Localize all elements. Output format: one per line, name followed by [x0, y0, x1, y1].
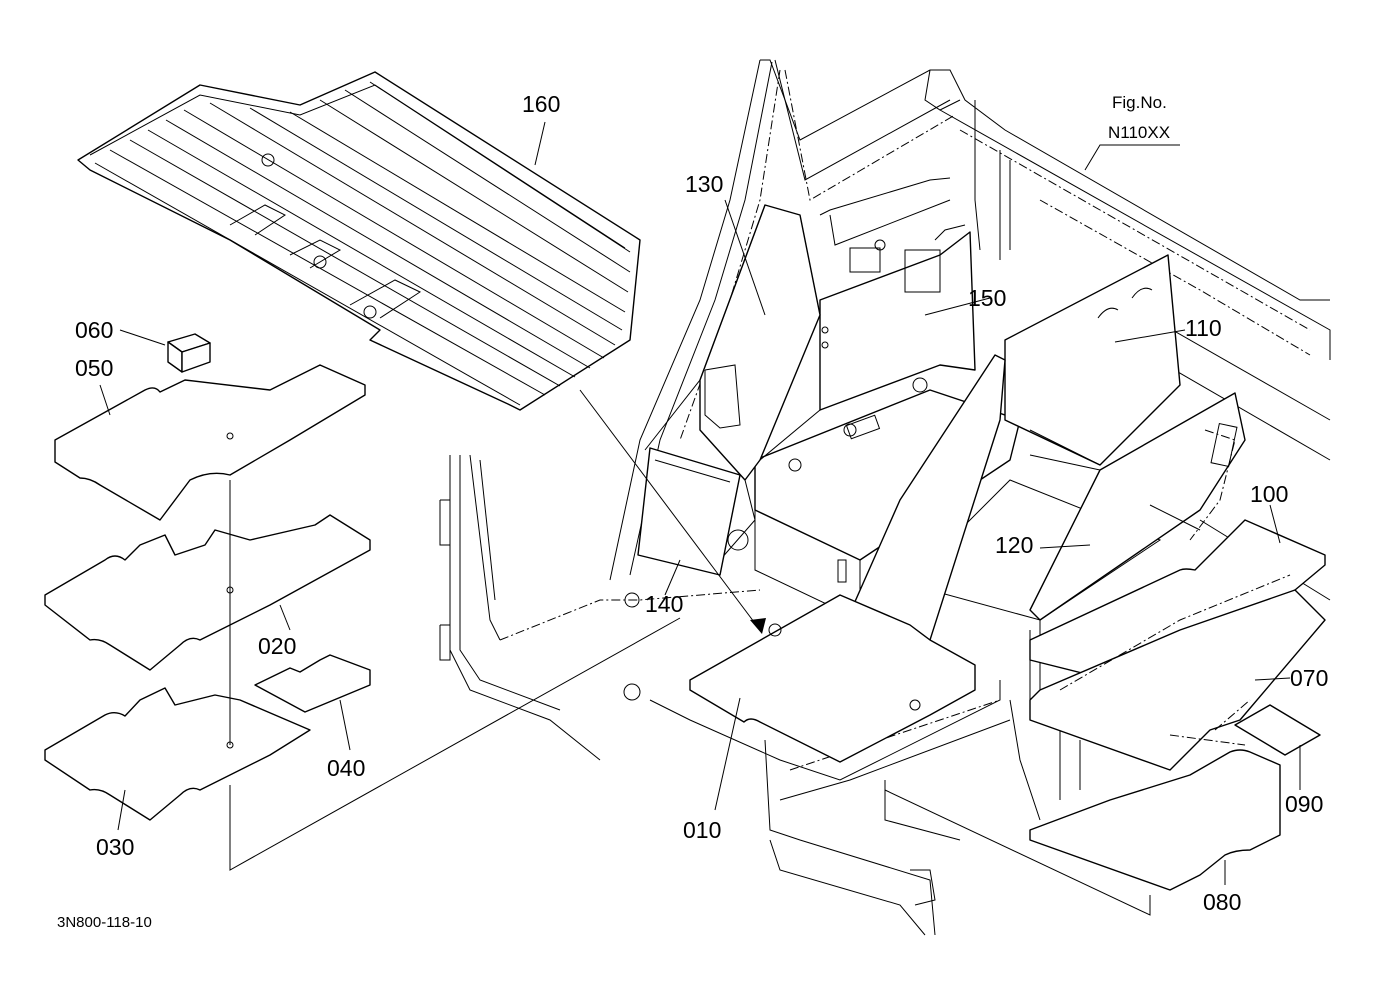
- label-160: 160: [522, 91, 560, 117]
- label-040: 040: [327, 755, 365, 781]
- part-120-panel: [1029, 392, 1246, 621]
- drawing-code: 3N800-118-10: [57, 914, 152, 931]
- part-060-block: [167, 333, 211, 373]
- part-110-panel: [1004, 254, 1181, 466]
- label-070: 070: [1290, 665, 1328, 691]
- label-090: 090: [1285, 791, 1323, 817]
- label-020: 020: [258, 633, 296, 659]
- part-030-mat: [44, 687, 311, 821]
- assembly-lines: [229, 389, 1151, 916]
- part-040-mat: [254, 654, 371, 713]
- figure-number: N110XX: [1108, 123, 1170, 142]
- label-010: 010: [683, 817, 721, 843]
- label-030: 030: [96, 834, 134, 860]
- part-050-mat: [54, 364, 366, 521]
- label-050: 050: [75, 355, 113, 381]
- label-140: 140: [645, 591, 683, 617]
- part-150-panel: [759, 177, 976, 461]
- leader-lines: [99, 121, 1301, 885]
- label-100: 100: [1250, 481, 1288, 507]
- part-080-mat: [1029, 734, 1281, 891]
- label-110: 110: [1185, 315, 1222, 341]
- part-160-mat: [77, 71, 641, 411]
- label-060: 060: [75, 317, 113, 343]
- part-090-mat: [1214, 699, 1321, 756]
- part-070-mat: [1029, 574, 1326, 771]
- label-080: 080: [1203, 889, 1241, 915]
- label-120: 120: [995, 532, 1033, 558]
- part-010-mat: [689, 594, 976, 763]
- label-130: 130: [685, 171, 723, 197]
- label-150: 150: [968, 285, 1006, 311]
- figure-reference: Fig.No. N110XX: [1108, 93, 1170, 142]
- part-020-mat: [44, 514, 371, 671]
- part-labels: 160 130 150 110 100 120 140 070 090 080 …: [75, 91, 1328, 915]
- figure-label: Fig.No.: [1112, 93, 1167, 112]
- part-140-plate: [637, 447, 741, 576]
- part-130-plate: [644, 204, 821, 561]
